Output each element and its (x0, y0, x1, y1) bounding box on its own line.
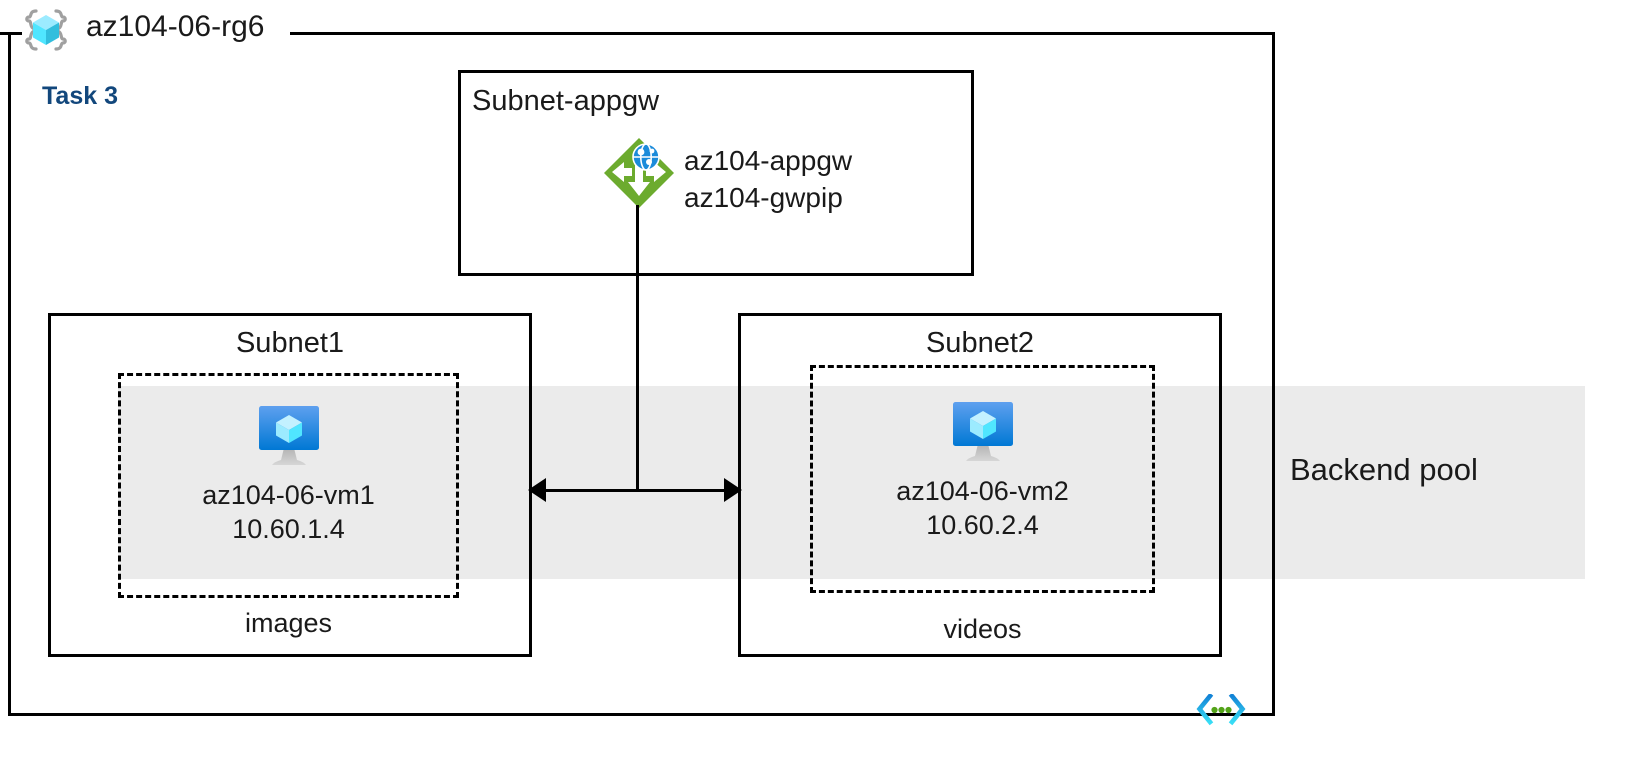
code-brackets-api-icon (1196, 694, 1246, 726)
subnet-appgw-title: Subnet-appgw (472, 85, 660, 117)
arrowhead-right-icon (724, 478, 742, 502)
vm2-node: az104-06-vm2 10.60.2.4 (810, 396, 1155, 542)
subnet2-title: Subnet2 (925, 327, 1035, 359)
subnet1-box (48, 313, 532, 657)
appgw-name: az104-appgw (684, 145, 853, 176)
appgw-resource-labels: az104-appgw az104-gwpip (684, 142, 852, 216)
subnet1-subnet2-connector (540, 489, 730, 492)
arrowhead-left-icon (528, 478, 546, 502)
vm2-ip: 10.60.2.4 (926, 510, 1039, 540)
resource-group-cube-icon (25, 9, 67, 51)
backend-pool-band (118, 386, 1585, 579)
resource-group-name: az104-06-rg6 (86, 10, 265, 43)
gwpip-name: az104-gwpip (684, 182, 843, 213)
subnet2-vm-dashed-boundary (810, 365, 1155, 593)
subnet2-box (738, 313, 1222, 657)
task-label: Task 3 (42, 82, 118, 110)
subnet1-storage-label: images (244, 608, 333, 638)
subnet1-title: Subnet1 (235, 327, 345, 359)
resource-group-border-top-left (0, 32, 22, 35)
virtual-machine-icon (952, 402, 1013, 461)
subnet-appgw-box (458, 70, 974, 276)
application-gateway-icon (604, 138, 674, 208)
resource-group-border-left (8, 32, 11, 716)
vm1-node: az104-06-vm1 10.60.1.4 (118, 400, 459, 546)
resource-group-border-bottom (8, 713, 1275, 716)
subnet1-vm-dashed-boundary (118, 373, 459, 598)
resource-group-border-right (1272, 32, 1275, 716)
subnet2-storage-label: videos (943, 614, 1022, 644)
vm1-name: az104-06-vm1 (202, 480, 375, 510)
vm1-ip: 10.60.1.4 (232, 514, 345, 544)
resource-group-border-top-right (290, 32, 1275, 35)
vm2-name: az104-06-vm2 (896, 476, 1069, 506)
appgw-to-backend-connector (636, 205, 639, 490)
backend-pool-label: Backend pool (1290, 452, 1478, 487)
virtual-machine-icon (258, 406, 319, 465)
